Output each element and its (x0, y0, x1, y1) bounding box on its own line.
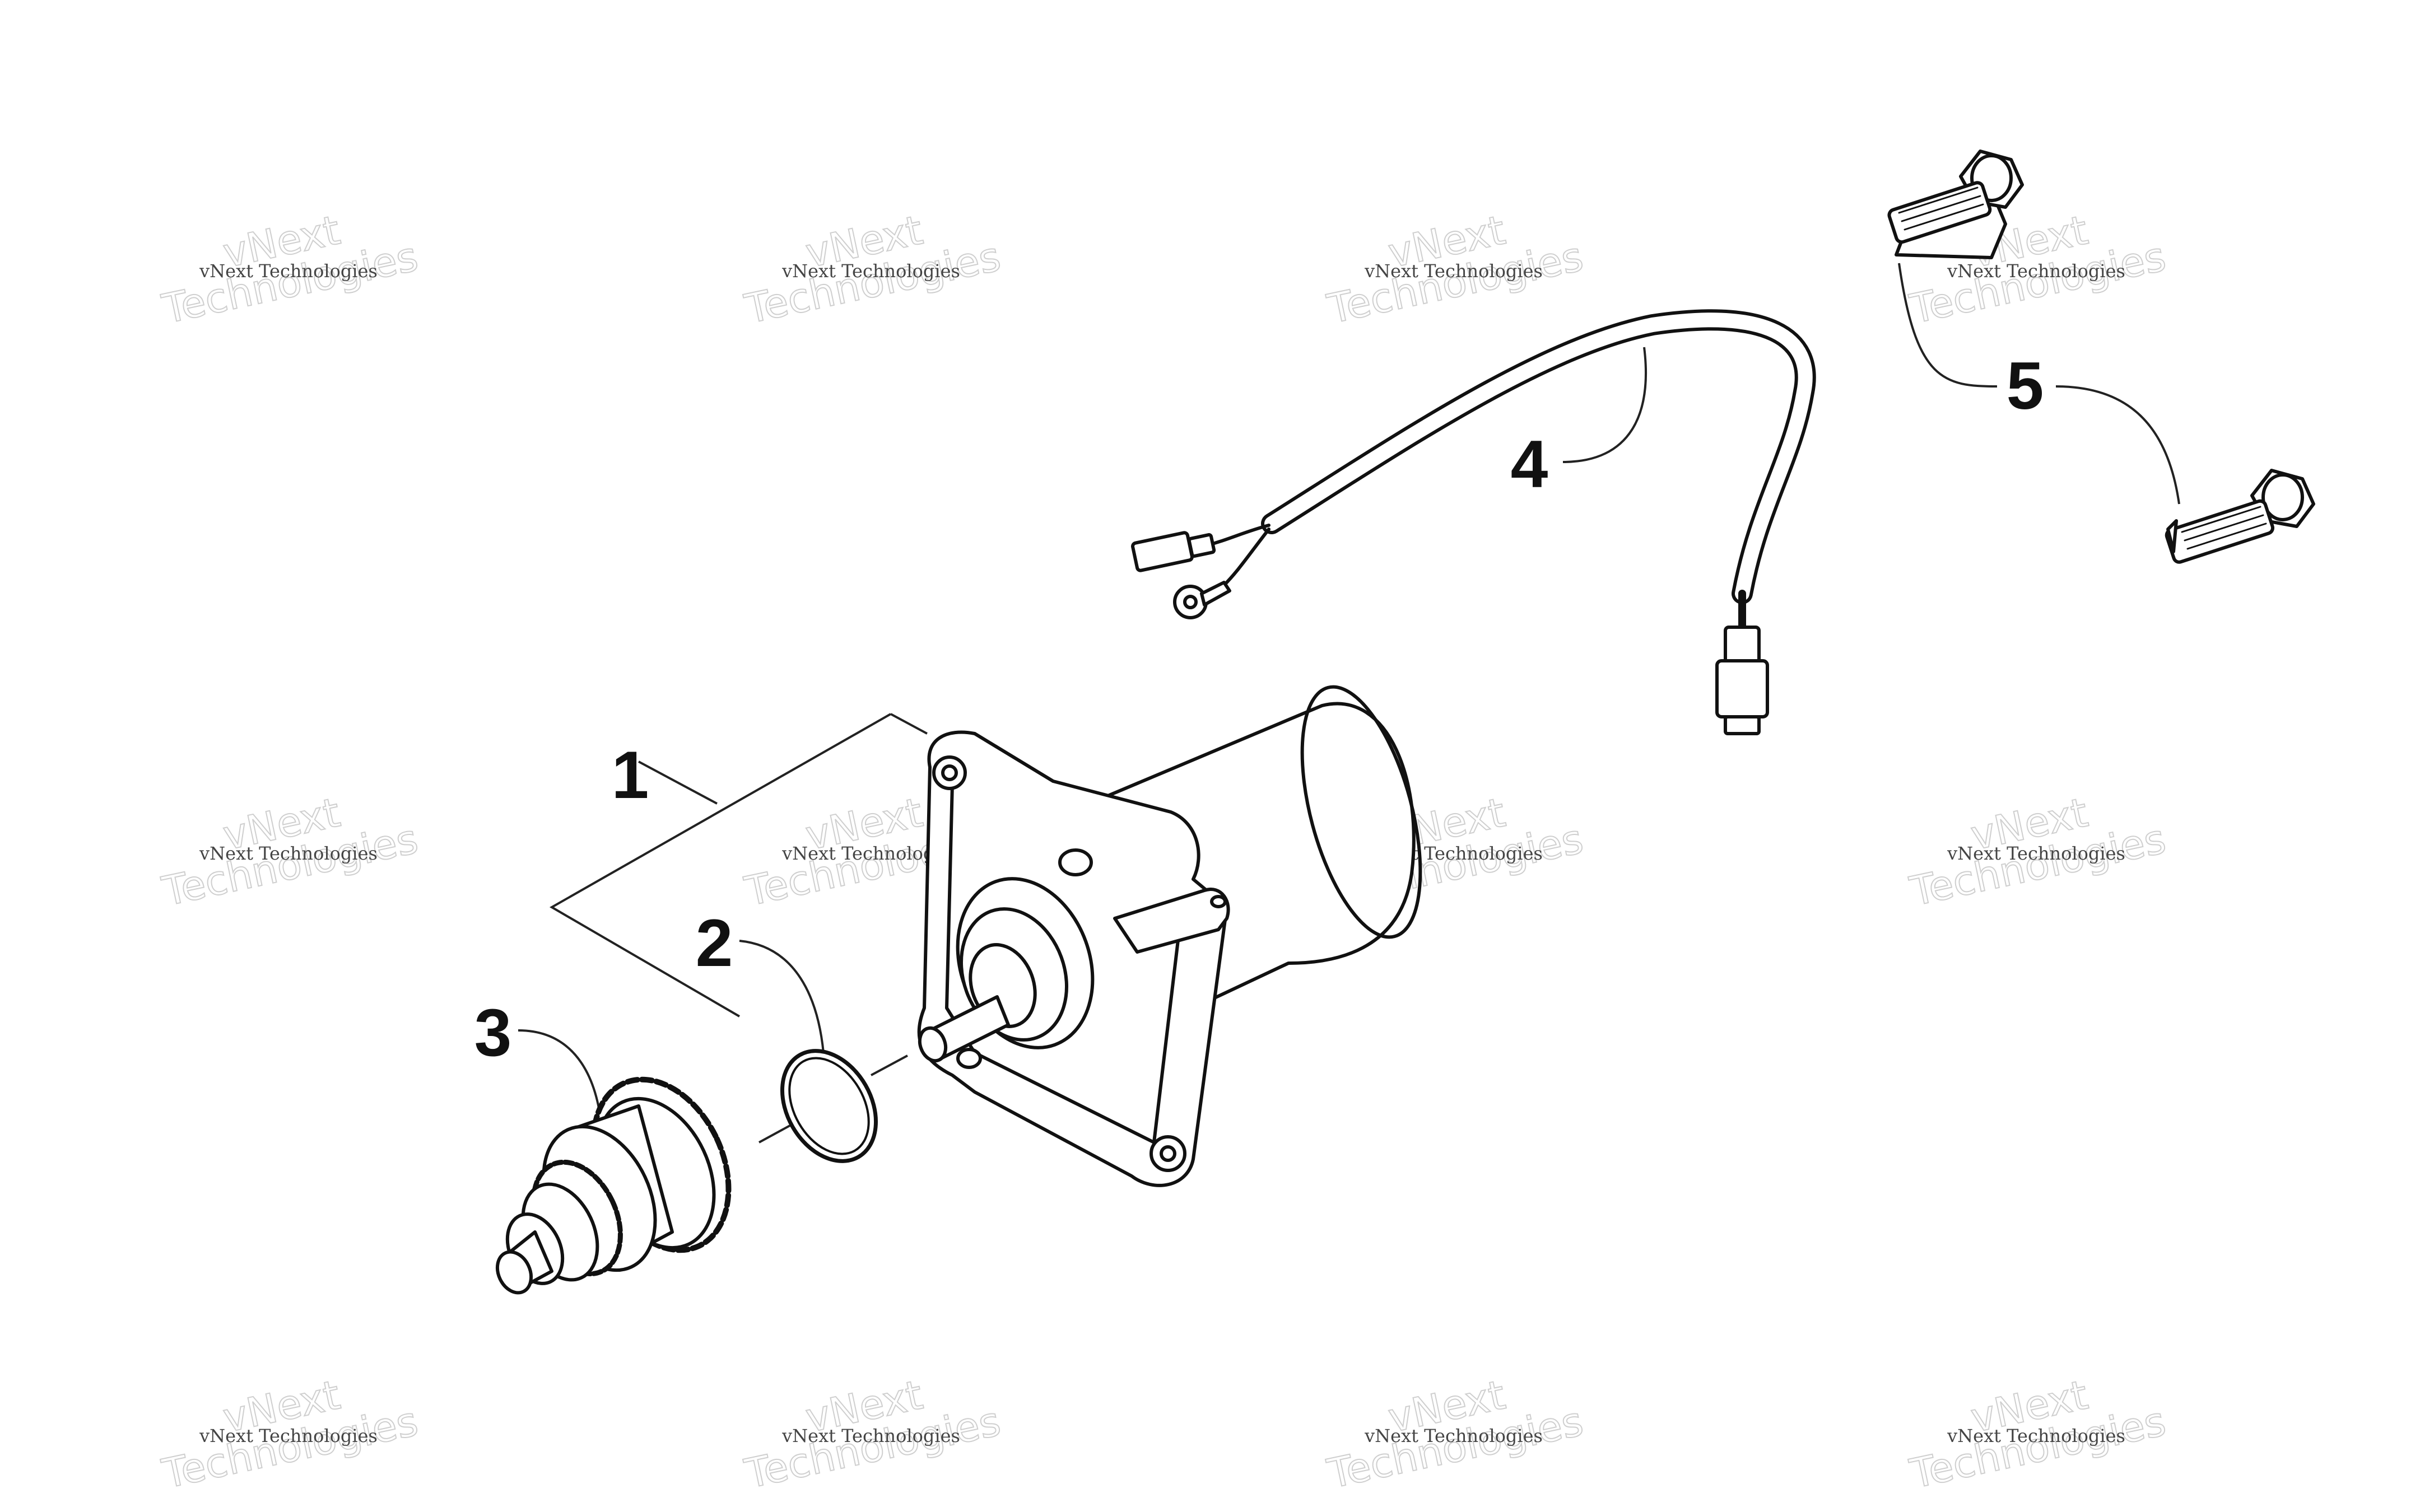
watermark-small: vNext Technologies (199, 260, 378, 282)
callout-3: 3 (474, 995, 512, 1070)
callout-5: 5 (2007, 348, 2044, 423)
flange-bolt-lower (2165, 469, 2315, 564)
leader-item-5-lower (2055, 385, 2180, 505)
wire-harness (1131, 309, 1816, 735)
axis-line-left (758, 1124, 790, 1144)
o-ring (780, 1049, 878, 1163)
leader-item-1 (890, 713, 928, 735)
watermark-small: vNext Technologies (1947, 843, 2125, 864)
axis-line-right (871, 1054, 908, 1076)
watermark-small: vNext Technologies (781, 1425, 960, 1446)
leader-item-5-upper (1898, 263, 1998, 388)
callout-2: 2 (696, 906, 733, 981)
flange-bolt-upper (1887, 150, 2024, 259)
leader-item-1-arm (638, 760, 718, 805)
leader-item-3 (518, 1029, 603, 1137)
callout-1: 1 (612, 738, 649, 813)
starter-drive-gear (495, 1076, 732, 1295)
callout-labels: 1 2 3 4 5 (474, 348, 2044, 1070)
leader-item-2 (739, 940, 825, 1053)
watermark-small: vNext Technologies (199, 1425, 378, 1446)
watermark-small: vNext Technologies (199, 843, 378, 864)
leader-lines (518, 263, 2180, 1137)
leader-item-4 (1562, 347, 1647, 463)
starter-motor (917, 685, 1422, 1187)
watermark-small: vNext Technologies (1364, 260, 1543, 282)
watermark-small: vNext Technologies (1947, 1425, 2125, 1446)
watermark-small: vNext Technologies (1364, 1425, 1543, 1446)
leader-item-1-bracket (549, 713, 891, 1018)
callout-4: 4 (1511, 427, 1548, 502)
watermark-small: vNext Technologies (781, 260, 960, 282)
watermark-small: vNext Technologies (1947, 260, 2125, 282)
